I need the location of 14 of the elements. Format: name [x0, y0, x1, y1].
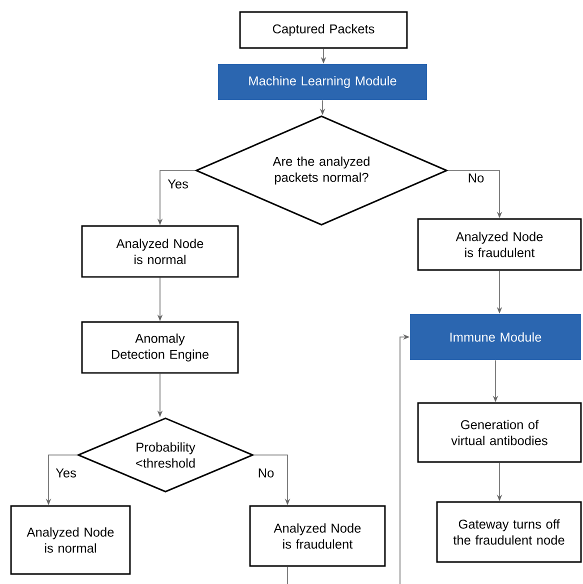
process-box: Analyzed Node is normal [81, 225, 239, 278]
process-box: Captured Packets [239, 11, 408, 49]
edge-label: Yes [168, 180, 188, 188]
edge-label: No [258, 468, 274, 478]
process-box: Anomaly Detection Engine [81, 321, 239, 374]
module-box: Machine Learning Module [218, 64, 428, 100]
process-box: Analyzed Node is fraudulent [417, 218, 582, 271]
module-box: Immune Module [410, 314, 581, 360]
process-box: Analyzed Node is fraudulent [249, 505, 386, 567]
edge-label: Yes [56, 468, 76, 478]
edge-label: No [468, 174, 484, 182]
process-box: Gateway turns off the fraudulent node [436, 501, 582, 563]
process-box: Analyzed Node is normal [10, 505, 131, 575]
process-box: Generation of virtual antibodies [417, 402, 582, 463]
